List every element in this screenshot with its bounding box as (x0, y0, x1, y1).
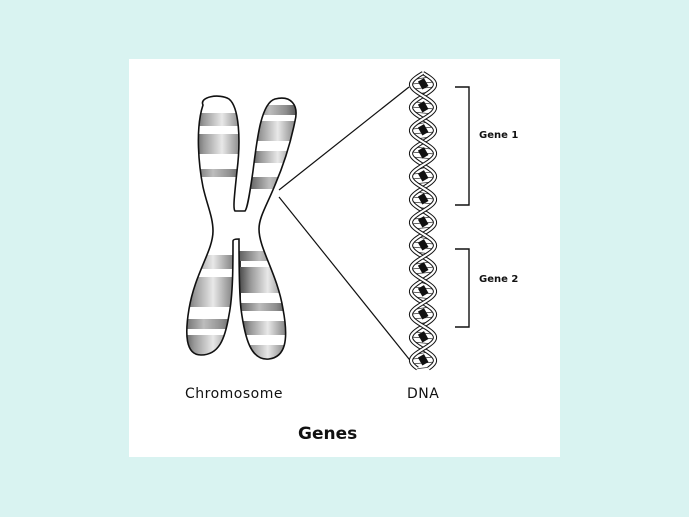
helix-crossing (417, 354, 429, 366)
dna-helix (408, 71, 438, 371)
dna-label: DNA (407, 386, 440, 402)
helix-crossing (417, 101, 429, 113)
helix-crossing (417, 216, 429, 228)
gene1-label: Gene 1 (479, 130, 519, 141)
genes-illustration (185, 71, 470, 371)
helix-crossing (417, 147, 429, 159)
diagram-panel: Gene 1 Gene 2 Chromosome DNA Genes (129, 59, 560, 457)
helix-crossing (417, 308, 429, 320)
gene2-label: Gene 2 (479, 274, 519, 285)
dna-strand-highlight-1 (409, 72, 437, 370)
helix-crossing (417, 262, 429, 274)
gene1-bracket (455, 86, 470, 206)
diagram-title: Genes (298, 424, 358, 444)
zoom-line-bottom (278, 196, 414, 365)
helix-crossing (417, 78, 429, 90)
dna-strand-highlight-2 (409, 72, 437, 370)
helix-crossing (417, 170, 429, 182)
helix-crossing (417, 124, 429, 136)
helix-crossing (417, 239, 429, 251)
chromosome-label: Chromosome (185, 386, 283, 402)
helix-crossing (417, 331, 429, 343)
helix-crossing (417, 193, 429, 205)
chromosome-shape (185, 95, 297, 360)
zoom-line-top (278, 86, 410, 191)
gene2-bracket (455, 248, 470, 328)
helix-crossing (417, 285, 429, 297)
